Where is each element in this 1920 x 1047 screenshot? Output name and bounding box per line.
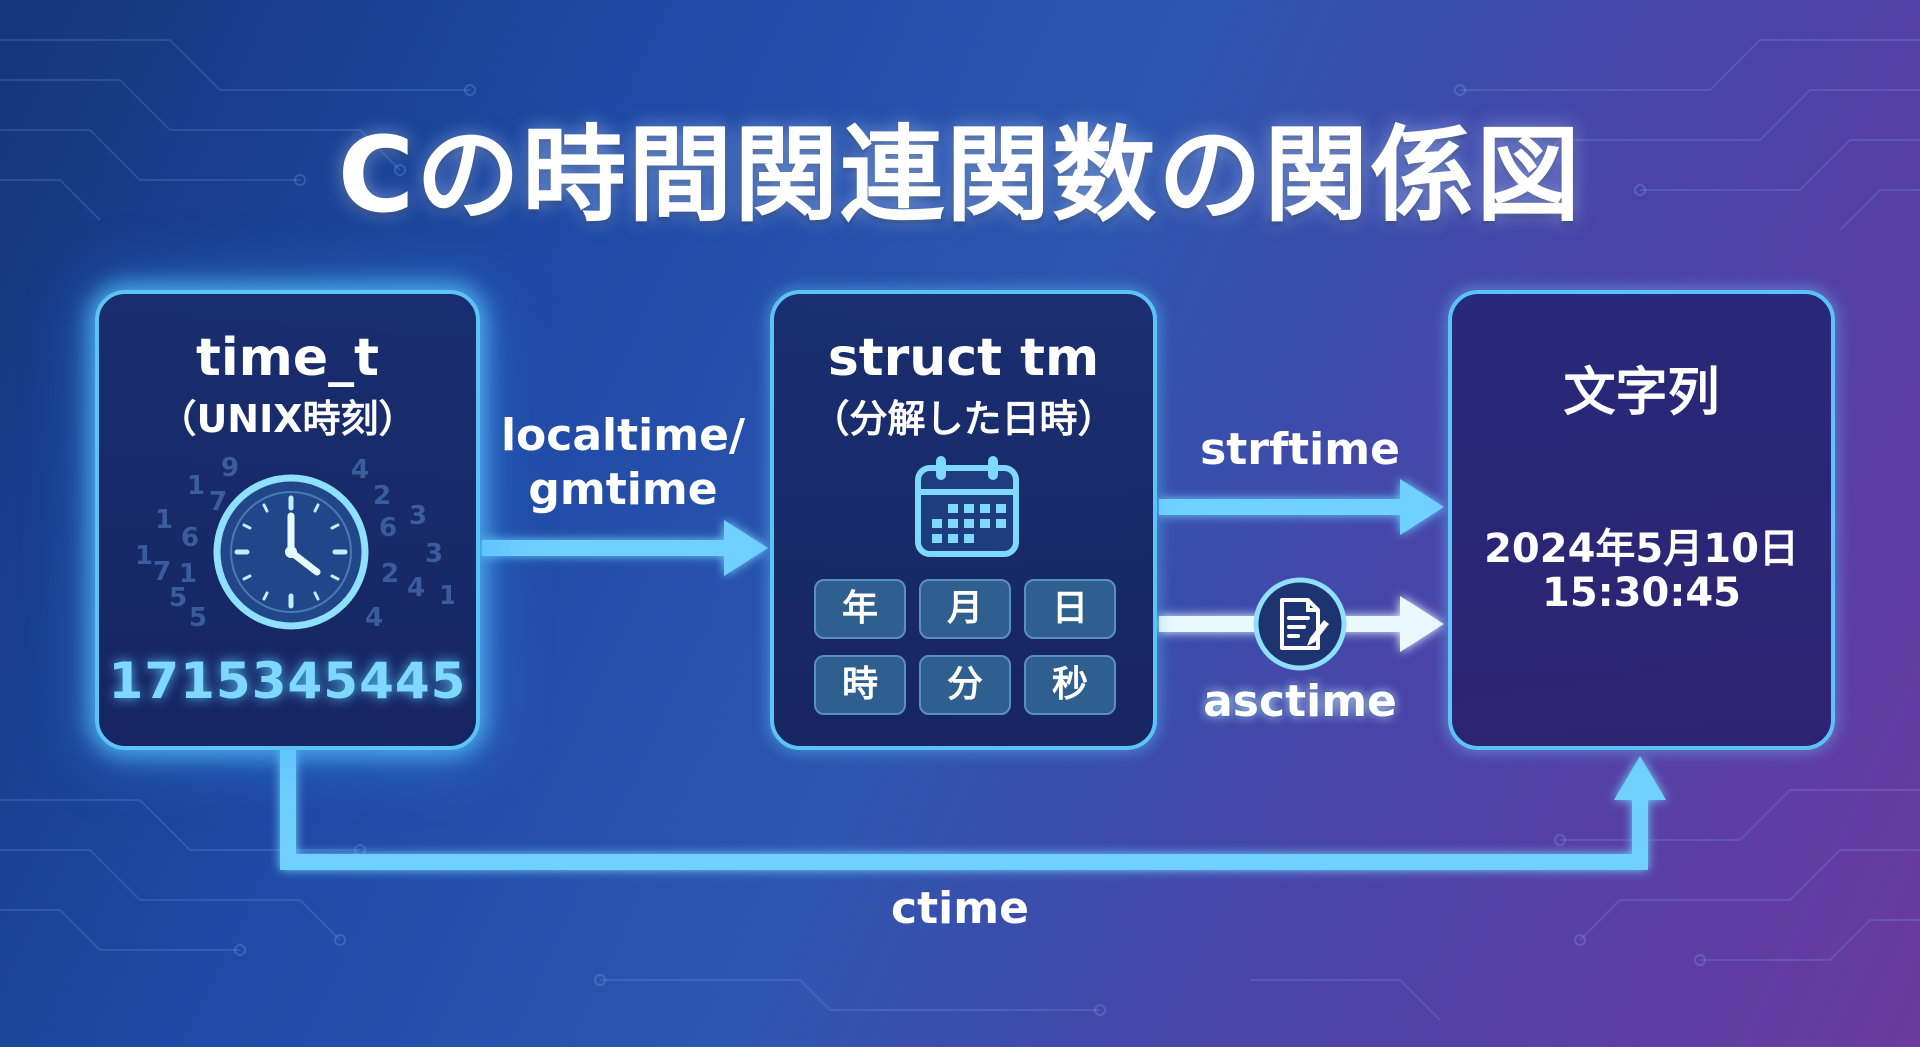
decor-digit: 1 xyxy=(179,559,197,589)
time-t-title: time_t xyxy=(196,328,379,388)
tm-field-day: 日 xyxy=(1024,579,1116,639)
label-localtime: localtime/ xyxy=(500,410,746,461)
decor-digit: 1 xyxy=(187,471,205,501)
string-time: 15:30:45 xyxy=(1542,570,1741,616)
diagram-title: Cの時間関連関数の関係図 xyxy=(337,114,1583,236)
decor-digit: 4 xyxy=(407,573,425,603)
decor-digit: 3 xyxy=(409,501,427,531)
tm-field-month: 月 xyxy=(919,579,1011,639)
tm-field-minute: 分 xyxy=(919,655,1011,715)
decor-digit: 2 xyxy=(381,559,399,589)
decor-digit: 7 xyxy=(153,557,171,587)
string-date: 2024年5月10日 xyxy=(1484,526,1799,572)
decor-digit: 4 xyxy=(365,603,383,633)
decor-digit: 2 xyxy=(373,481,391,511)
clock-icon: 1 7 1 6 7 1 5 5 9 4 2 3 6 2 4 3 4 1 1 xyxy=(135,454,454,633)
decor-digit: 1 xyxy=(135,541,153,571)
struct-tm-title: struct tm xyxy=(827,328,1100,388)
string-box: 文字列 2024年5月10日 15:30:45 xyxy=(1448,290,1835,750)
decor-digit: 5 xyxy=(189,603,207,633)
tm-field-hour: 時 xyxy=(814,655,906,715)
decor-digit: 4 xyxy=(351,455,369,485)
unix-timestamp-value: 1715345445 xyxy=(108,652,467,710)
struct-tm-subtitle: （分解した日時） xyxy=(811,397,1116,441)
struct-tm-box: struct tm （分解した日時） 年 月 日 時 分 秒 xyxy=(770,290,1157,750)
arrow-strftime xyxy=(1159,479,1444,535)
decor-digit: 6 xyxy=(181,523,199,553)
decor-digit: 3 xyxy=(425,539,443,569)
arrow-ctime xyxy=(280,750,1666,870)
label-asctime: asctime xyxy=(1203,676,1397,727)
calendar-icon xyxy=(915,456,1019,557)
string-title: 文字列 xyxy=(1563,363,1720,423)
label-ctime: ctime xyxy=(891,883,1029,934)
decor-digit: 7 xyxy=(209,487,227,517)
arrow-localtime-gmtime xyxy=(482,520,768,576)
label-strftime: strftime xyxy=(1200,424,1400,475)
decor-digit: 1 xyxy=(439,581,454,611)
decor-digit: 1 xyxy=(155,505,173,535)
tm-fields-grid: 年 月 日 時 分 秒 xyxy=(814,579,1121,719)
time-t-box: time_t （UNIX時刻） 1 7 1 6 7 1 5 5 9 4 2 3 … xyxy=(95,290,480,750)
time-t-subtitle: （UNIX時刻） xyxy=(158,397,417,441)
decor-digit: 6 xyxy=(379,513,397,543)
tm-field-year: 年 xyxy=(814,579,906,639)
label-gmtime: gmtime xyxy=(528,464,718,515)
document-edit-icon xyxy=(1253,577,1347,671)
decor-digit: 9 xyxy=(221,454,239,483)
tm-field-second: 秒 xyxy=(1024,655,1116,715)
decor-digit: 5 xyxy=(169,583,187,613)
